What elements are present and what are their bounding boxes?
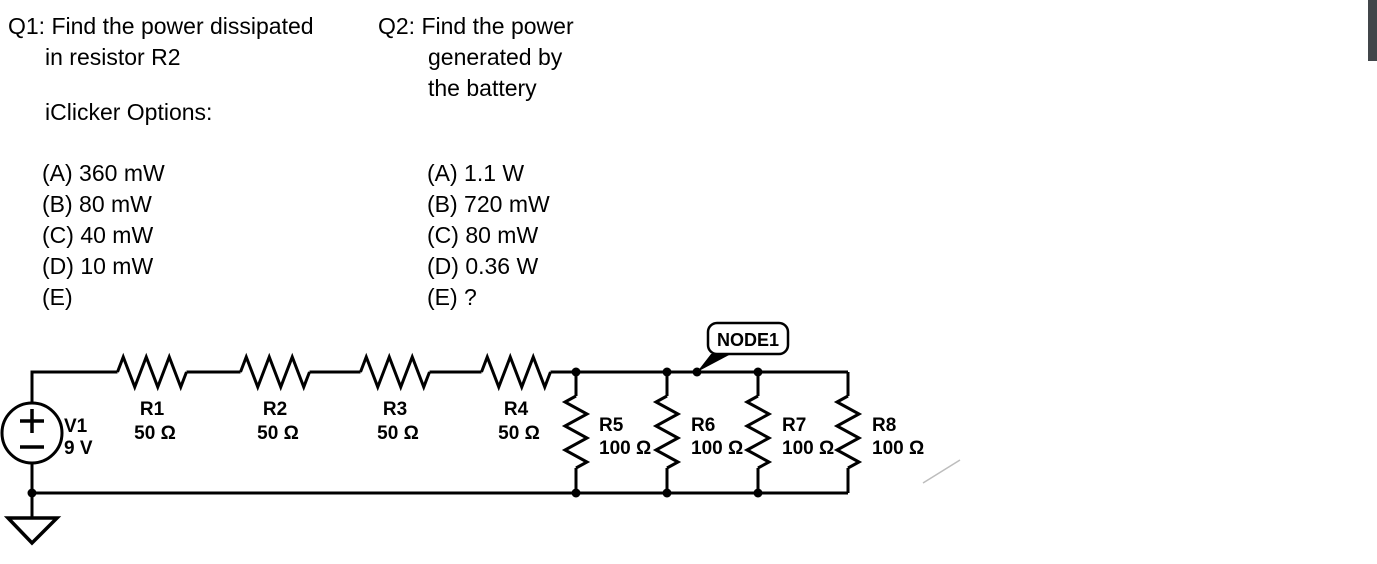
resistor-r1-zigzag [116, 352, 188, 392]
q2-option-b: (B) 720 mW [427, 191, 550, 217]
resistor-r4-name-label: R4 [504, 399, 529, 420]
node1-label: NODE1 [717, 330, 779, 350]
node1-callout-pointer [697, 354, 731, 372]
q1-question-line1: Q1: Find the power dissipated [8, 13, 314, 39]
wire [30, 370, 118, 403]
resistor-r5-name-label: R5 [599, 415, 624, 436]
q1-question-line2: in resistor R2 [45, 44, 181, 70]
q1-option-a: (A) 360 mW [42, 160, 165, 186]
resistor-r3-value-label: 50 Ω [377, 423, 419, 444]
resistor-r8-zigzag [833, 394, 863, 470]
resistor-r6-name-label: R6 [691, 415, 715, 436]
q2-option-d: (D) 0.36 W [427, 253, 539, 279]
resistor-r8-value-label: 100 Ω [872, 438, 924, 459]
q2-option-e: (E) ? [427, 284, 477, 310]
q2-option-c: (C) 80 mW [427, 222, 539, 248]
source-v1-value-label: 9 V [64, 438, 93, 459]
resistor-r7-name-label: R7 [782, 415, 806, 436]
q2-question-line1: Q2: Find the power [378, 13, 574, 39]
q2-option-a: (A) 1.1 W [427, 160, 525, 186]
resistor-r2-value-label: 50 Ω [257, 423, 299, 444]
plus-icon [20, 409, 44, 433]
resistor-r4-zigzag [480, 352, 552, 392]
component-labels: V1 9 V R1 50 Ω R2 50 Ω R3 50 Ω R4 50 Ω R… [64, 399, 924, 459]
q1-option-d: (D) 10 mW [42, 253, 154, 279]
voltage-source-icon [0, 401, 64, 465]
q2-question-line3: the battery [428, 75, 537, 101]
junction-dot [753, 367, 763, 377]
node1-callout: NODE1 [697, 321, 790, 372]
resistor-r7-value-label: 100 Ω [782, 438, 834, 459]
resistor-r5-value-label: 100 Ω [599, 438, 651, 459]
scrollbar-thumb[interactable] [1368, 0, 1377, 61]
node1-callout-box [706, 321, 790, 356]
junction-dot [27, 488, 37, 498]
junction-dot [753, 488, 763, 498]
resistor-r5-zigzag [561, 394, 591, 470]
junction-dot [571, 367, 581, 377]
ground-icon [3, 516, 62, 546]
resistor-r2-name-label: R2 [263, 399, 287, 420]
resistor-r8-name-label: R8 [872, 415, 896, 436]
q1-option-e: (E) [42, 284, 73, 310]
iclicker-heading: iClicker Options: [45, 99, 213, 125]
q1-option-c: (C) 40 mW [42, 222, 154, 248]
q2-question-line2: generated by [428, 44, 563, 70]
junction-dot [662, 488, 672, 498]
junction-dots [27, 367, 763, 498]
junction-dot [662, 367, 672, 377]
q2-options: (A) 1.1 W (B) 720 mW (C) 80 mW (D) 0.36 … [427, 158, 550, 313]
source-v1-name-label: V1 [64, 416, 88, 437]
junction-dot [571, 488, 581, 498]
q1-option-b: (B) 80 mW [42, 191, 152, 217]
stray-mark [922, 459, 961, 484]
resistor-r6-value-label: 100 Ω [691, 438, 743, 459]
q1-options: (A) 360 mW (B) 80 mW (C) 40 mW (D) 10 mW… [42, 158, 165, 313]
resistor-r6-zigzag [652, 394, 682, 470]
resistor-r4-value-label: 50 Ω [498, 423, 540, 444]
resistor-r3-zigzag [359, 352, 431, 392]
resistor-r7-zigzag [743, 394, 773, 470]
resistor-r1-name-label: R1 [140, 399, 165, 420]
resistor-r3-name-label: R3 [383, 399, 407, 420]
resistor-r1-value-label: 50 Ω [134, 423, 176, 444]
resistor-r2-zigzag [239, 352, 311, 392]
